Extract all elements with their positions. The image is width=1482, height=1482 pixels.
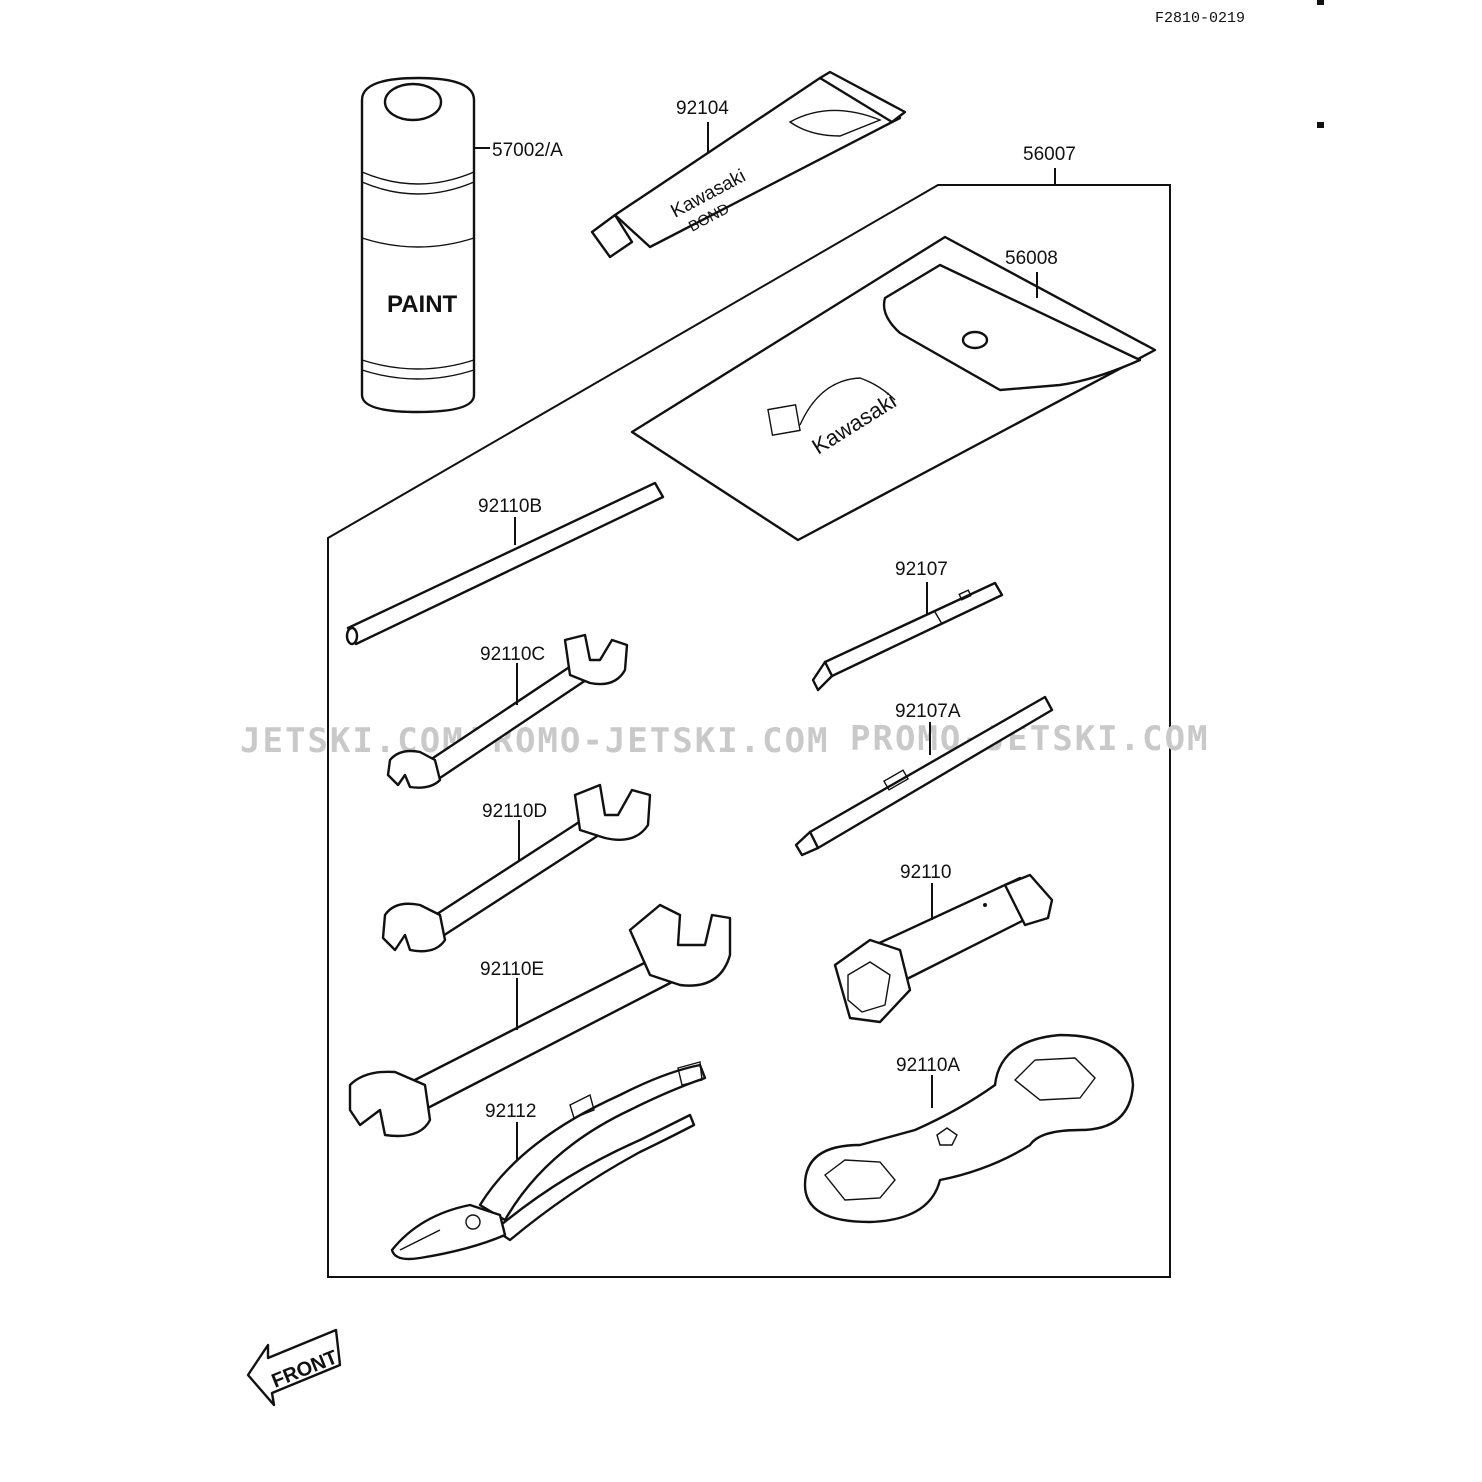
svg-text:JETSKI.COM: JETSKI.COM: [240, 721, 465, 761]
tool-kit-outline: [327, 184, 1171, 1278]
part-label-flat-screwdriver: 92107A: [895, 701, 961, 722]
part-label-phillips-screwdriver: 92107: [895, 559, 948, 580]
part-label-bar: 92110B: [478, 496, 542, 517]
flat-screwdriver-icon: [794, 695, 1054, 857]
watermark: JETSKI.COM PROMO-JETSKI.COM PROMO-JETSKI…: [240, 719, 1210, 761]
medium-wrench-icon: [381, 783, 652, 953]
part-label-paint: 57002/A: [492, 140, 563, 161]
part-label-tool-kit: 56007: [1023, 144, 1076, 165]
part-label-hex-wrench: 92110A: [896, 1055, 960, 1076]
part-label-pliers: 92112: [485, 1101, 536, 1122]
small-wrench-icon: [386, 633, 629, 789]
plug-wrench-icon: [833, 873, 1054, 1024]
part-label-medium-wrench: 92110D: [482, 801, 547, 822]
part-label-plug-wrench: 92110: [900, 862, 951, 883]
part-label-tool-case: 56008: [1005, 248, 1058, 269]
paint-can-text: PAINT: [387, 291, 458, 318]
tool-case-icon: Kawasaki: [630, 235, 1157, 542]
bar-icon: [345, 481, 665, 646]
hex-wrench-icon: [803, 1033, 1135, 1224]
registration-mark: [1317, 122, 1324, 128]
part-label-bond: 92104: [676, 98, 729, 119]
svg-text:PROMO-JETSKI.COM: PROMO-JETSKI.COM: [470, 721, 830, 761]
large-wrench-icon: [348, 903, 732, 1138]
part-label-large-wrench: 92110E: [480, 959, 544, 980]
part-label-small-wrench: 92110C: [480, 644, 545, 665]
paint-can-icon: PAINT: [360, 76, 476, 414]
registration-mark: [1317, 0, 1324, 5]
pliers-icon: [390, 1061, 707, 1261]
front-arrow-icon: FRONT: [246, 1328, 342, 1407]
svg-text:PROMO-JETSKI.COM: PROMO-JETSKI.COM: [850, 719, 1210, 759]
bond-tube-icon: Kawasaki BOND: [590, 70, 907, 259]
reference-number: F2810-0219: [1155, 10, 1245, 27]
phillips-screwdriver-icon: [811, 581, 1004, 692]
